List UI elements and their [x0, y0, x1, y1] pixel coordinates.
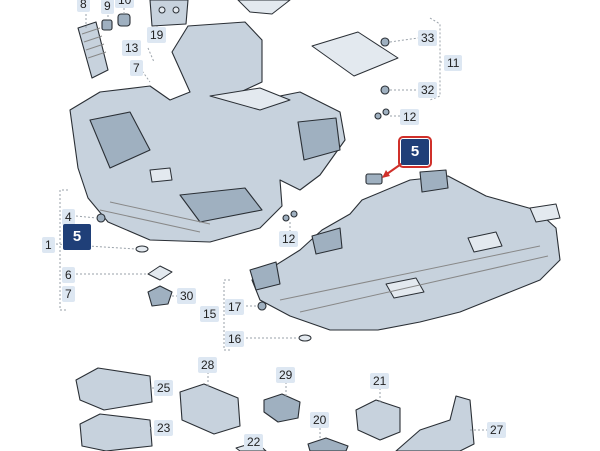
- callout-32[interactable]: 32: [418, 82, 438, 98]
- part-27-bracket[interactable]: [395, 395, 475, 451]
- highlight-arrow-head: [382, 170, 390, 178]
- callout-5-highlighted[interactable]: 5: [398, 136, 432, 168]
- part-1-washer[interactable]: [135, 245, 149, 253]
- part-10-clip[interactable]: [117, 13, 131, 27]
- part-29-pad[interactable]: [263, 393, 301, 423]
- part-16-washer[interactable]: [298, 334, 312, 342]
- part-17-clip[interactable]: [257, 301, 267, 311]
- callout-1[interactable]: 1: [42, 237, 55, 253]
- callout-10[interactable]: 10: [115, 0, 135, 8]
- callout-27[interactable]: 27: [487, 422, 507, 438]
- part-6-pad[interactable]: [147, 265, 173, 281]
- part-21-block[interactable]: [355, 399, 401, 441]
- callout-30[interactable]: 30: [177, 288, 197, 304]
- callout-21[interactable]: 21: [370, 373, 390, 389]
- callout-13[interactable]: 13: [122, 40, 142, 56]
- callout-7-left[interactable]: 7: [62, 286, 75, 302]
- callout-5-left[interactable]: 5: [63, 224, 91, 250]
- part-20-part[interactable]: [307, 437, 349, 451]
- callout-8[interactable]: 8: [77, 0, 90, 12]
- part-32-clip[interactable]: [380, 85, 390, 95]
- part-5-clip-highlighted[interactable]: [365, 173, 383, 185]
- callout-4[interactable]: 4: [62, 209, 75, 225]
- callout-33[interactable]: 33: [418, 30, 438, 46]
- part-11-cover-plate[interactable]: [311, 31, 399, 77]
- callout-23[interactable]: 23: [154, 420, 174, 436]
- part-top-plate[interactable]: [237, 0, 291, 15]
- part-12a-clips[interactable]: [374, 108, 390, 120]
- callout-16[interactable]: 16: [225, 331, 245, 347]
- part-19-bracket[interactable]: [149, 0, 189, 27]
- part-23-cover[interactable]: [79, 413, 153, 451]
- part-30-block[interactable]: [147, 285, 173, 307]
- callout-11[interactable]: 11: [444, 55, 463, 71]
- callout-12-top[interactable]: 12: [400, 109, 420, 125]
- callout-7-top[interactable]: 7: [130, 60, 143, 76]
- part-12b-clips[interactable]: [282, 210, 298, 222]
- callout-19[interactable]: 19: [147, 27, 167, 43]
- callout-25[interactable]: 25: [154, 380, 174, 396]
- part-9-clip[interactable]: [101, 19, 113, 31]
- callout-22[interactable]: 22: [244, 434, 264, 450]
- callout-15[interactable]: 15: [200, 306, 220, 322]
- callout-6[interactable]: 6: [62, 267, 75, 283]
- callout-17[interactable]: 17: [225, 299, 245, 315]
- callout-20[interactable]: 20: [310, 412, 330, 428]
- part-33-clip[interactable]: [380, 37, 390, 47]
- part-28-block[interactable]: [179, 383, 241, 435]
- callout-29[interactable]: 29: [276, 367, 296, 383]
- callout-9[interactable]: 9: [101, 0, 114, 14]
- callout-28[interactable]: 28: [198, 357, 218, 373]
- part-4-clip[interactable]: [96, 213, 106, 223]
- callout-12-mid[interactable]: 12: [279, 231, 299, 247]
- part-rear-underbody-panel[interactable]: [249, 169, 561, 331]
- part-25-cover[interactable]: [75, 367, 153, 411]
- part-8-strip[interactable]: [77, 21, 109, 79]
- part-front-underbody-tray[interactable]: [69, 21, 346, 243]
